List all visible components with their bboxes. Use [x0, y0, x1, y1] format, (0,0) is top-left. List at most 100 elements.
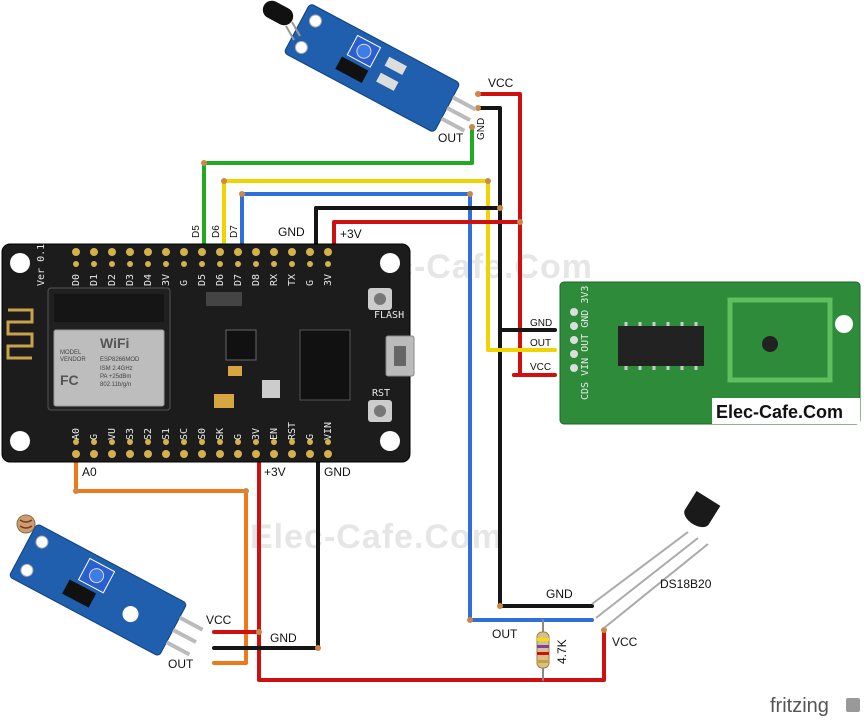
radar-pin-labels: CDS VIN OUT GND 3V3: [580, 286, 591, 400]
bottom-pin-inner-3: [127, 439, 133, 445]
fc-logo: FC: [60, 372, 79, 388]
bottom-pin-label-4: S2: [143, 428, 154, 440]
top-pin-inner-8: [217, 261, 223, 267]
version-label: Ver 0.1: [36, 244, 47, 286]
top-pin-inner-11: [271, 261, 277, 267]
top-pin-inner-4: [145, 261, 151, 267]
flame-led-icon: [262, 0, 301, 41]
bottom-pin-8: [216, 450, 224, 458]
bottom-pin-label-2: VU: [107, 428, 118, 440]
top-pin-inner-13: [307, 261, 313, 267]
ds18b20-sensor: [591, 491, 721, 629]
bottom-pin-2: [108, 450, 116, 458]
a0-label: A0: [82, 465, 97, 479]
top-pin-0: [72, 248, 80, 256]
bottom-pin-9: [234, 450, 242, 458]
bottom-pin-inner-6: [181, 439, 187, 445]
bottom-pin-0: [72, 450, 80, 458]
top-pin-5: [162, 248, 170, 256]
bottom-pin-4: [144, 450, 152, 458]
top-pin-12: [288, 248, 296, 256]
bottom-pin-inner-14: [325, 439, 331, 445]
bottom-pin-inner-8: [217, 439, 223, 445]
top-pin-inner-14: [325, 261, 331, 267]
top-pin-1: [90, 248, 98, 256]
module-line-4: 802.11b/g/n: [100, 382, 131, 388]
ldr-out-label: OUT: [168, 657, 194, 671]
watermark-mid: Elec-Cafe.Com: [250, 518, 503, 556]
bottom-pin-inner-7: [199, 439, 205, 445]
bottom-pin-label-14: VIN: [323, 422, 334, 440]
top-pin-inner-5: [163, 261, 169, 267]
top-pin-label-12: TX: [287, 274, 298, 286]
rst-label: RST: [372, 388, 390, 399]
top-pin-label-2: D2: [107, 274, 118, 286]
module-line-3: PA +25dBm: [100, 374, 131, 380]
bottom-pin-label-9: G: [233, 434, 244, 440]
ldr-vcc-label: VCC: [206, 613, 232, 627]
bottom-pin-inner-9: [235, 439, 241, 445]
top-pin-7: [198, 248, 206, 256]
top-pin-14: [324, 248, 332, 256]
top-pin-11: [270, 248, 278, 256]
top-3v-label: +3V: [340, 227, 362, 241]
bottom-pin-label-7: S0: [197, 428, 208, 440]
top-pin-label-13: G: [305, 280, 316, 286]
bottom-pin-label-5: S1: [161, 428, 172, 440]
top-pin-inner-12: [289, 261, 295, 267]
top-pin-label-3: D3: [125, 274, 136, 286]
flash-label: FLASH: [374, 310, 404, 321]
bottom-pin-label-13: G: [305, 434, 316, 440]
d7-label: D7: [229, 225, 240, 238]
bottom-3v-label: +3V: [264, 465, 286, 479]
top-pin-inner-0: [73, 261, 79, 267]
top-pin-inner-7: [199, 261, 205, 267]
ds-out-label: OUT: [492, 627, 518, 641]
top-pin-label-11: RX: [269, 274, 280, 286]
antenna-icon: [6, 308, 34, 360]
top-pin-inner-3: [127, 261, 133, 267]
flame-out-label: OUT: [438, 131, 464, 145]
top-pin-inner-9: [235, 261, 241, 267]
bottom-pin-12: [288, 450, 296, 458]
bottom-pin-3: [126, 450, 134, 458]
bottom-pin-inner-4: [145, 439, 151, 445]
ldr-photoresistor-icon: [16, 514, 36, 534]
top-pin-label-9: D7: [233, 274, 244, 286]
bottom-pin-inner-1: [91, 439, 97, 445]
bottom-pin-inner-2: [109, 439, 115, 445]
top-pin-6: [180, 248, 188, 256]
radar-vcc-label: VCC: [530, 362, 551, 373]
top-gnd-label: GND: [278, 225, 305, 239]
bottom-pin-inner-12: [289, 439, 295, 445]
bottom-pin-7: [198, 450, 206, 458]
resistor-label: 4.7K: [555, 639, 569, 664]
top-pin-9: [234, 248, 242, 256]
module-line-2: ISM 2.4GHz: [100, 366, 133, 372]
bottom-pin-label-10: 3V: [251, 428, 262, 440]
module-title: ESP8266MOD: [100, 357, 140, 363]
ds18b20-name: DS18B20: [660, 577, 712, 591]
wire-bottom-3v: [257, 460, 606, 682]
bottom-pin-1: [90, 450, 98, 458]
top-pin-inner-2: [109, 261, 115, 267]
bottom-pin-inner-5: [163, 439, 169, 445]
top-pin-inner-6: [181, 261, 187, 267]
top-pin-label-6: G: [179, 280, 190, 286]
wire-flame-gnd: [476, 106, 594, 608]
bottom-pin-13: [306, 450, 314, 458]
bottom-pin-6: [180, 450, 188, 458]
flame-sensor-module: [284, 4, 477, 133]
top-pin-3: [126, 248, 134, 256]
top-pin-label-0: D0: [71, 274, 82, 286]
wire-top-gnd: [314, 206, 502, 247]
bottom-pin-inner-0: [73, 439, 79, 445]
flame-gnd-label: GND: [476, 118, 487, 140]
bottom-pin-inner-11: [271, 439, 277, 445]
bottom-pin-14: [324, 450, 332, 458]
top-pin-label-7: D5: [197, 274, 208, 286]
bottom-pin-label-12: RST: [287, 422, 298, 440]
resistor-icon: [536, 631, 550, 669]
